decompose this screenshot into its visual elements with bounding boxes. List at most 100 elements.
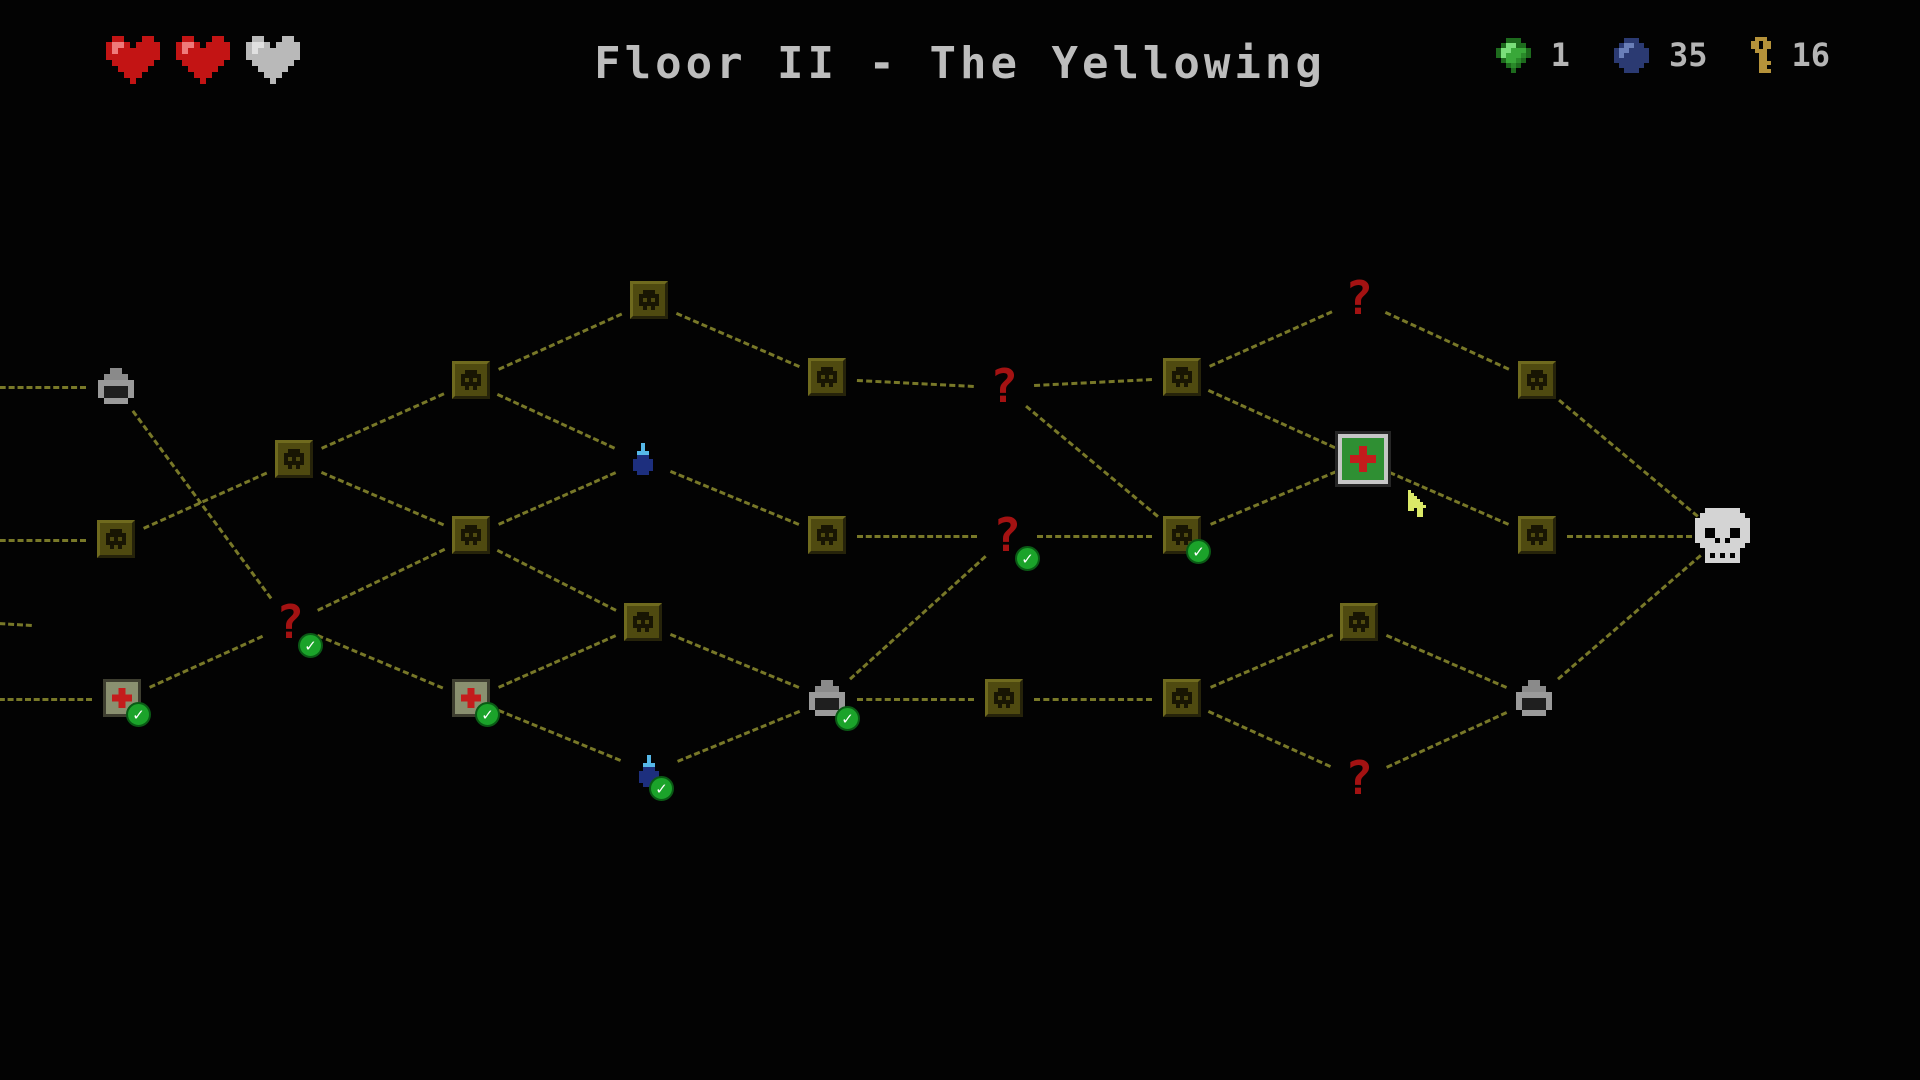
key-icon xyxy=(1751,37,1771,73)
map-path-edge xyxy=(0,539,86,542)
map-path-edge xyxy=(857,535,977,538)
question-mark-icon: ? xyxy=(276,595,304,649)
boss-skull-icon xyxy=(1695,508,1750,563)
map-node-mystery[interactable]: ? xyxy=(984,363,1024,409)
map-node-combat[interactable] xyxy=(1163,358,1201,396)
map-path-edge xyxy=(1567,535,1692,538)
cursor-icon xyxy=(1408,490,1426,517)
map-path-edge xyxy=(669,633,800,690)
treasure-pot-icon xyxy=(98,368,134,404)
map-path-edge xyxy=(1209,310,1333,368)
map-node-combat[interactable] xyxy=(1518,516,1556,554)
map-path-edge xyxy=(143,471,268,530)
map-node-combat[interactable] xyxy=(1163,679,1201,717)
completed-check-icon: ✓ xyxy=(126,702,151,727)
map-path-edge xyxy=(1208,710,1332,769)
map-node-combat[interactable] xyxy=(808,358,846,396)
map-node-combat[interactable]: ✓ xyxy=(1163,516,1211,564)
gem-count: 1 xyxy=(1550,36,1570,74)
map-node-pot[interactable] xyxy=(1514,678,1554,718)
monster-icon xyxy=(633,612,653,632)
monster-icon xyxy=(1172,688,1192,708)
gem-icon xyxy=(1496,38,1531,73)
map-node-combat[interactable] xyxy=(624,603,662,641)
map-node-mystery[interactable]: ? xyxy=(1339,755,1379,801)
map-node-combat[interactable] xyxy=(985,679,1023,717)
map-node-combat[interactable] xyxy=(630,281,668,319)
map-path-edge xyxy=(1558,399,1699,519)
completed-check-icon: ✓ xyxy=(649,776,674,801)
map-path-edge xyxy=(317,547,446,612)
map-node-potion[interactable]: ✓ xyxy=(637,754,674,801)
map-path-edge xyxy=(676,709,801,763)
map-path-edge xyxy=(1037,535,1152,538)
resource-counters: 1 35 16 xyxy=(1496,36,1830,74)
map-node-boss[interactable] xyxy=(1694,507,1750,563)
monster-icon xyxy=(1527,525,1547,545)
map-path-edge xyxy=(1209,633,1333,689)
monster-icon xyxy=(461,525,481,545)
map-path-edge xyxy=(0,386,86,389)
resource-gems: 1 xyxy=(1496,36,1570,74)
map-node-heal[interactable]: ✓ xyxy=(103,679,151,727)
map-path-edge xyxy=(497,709,622,763)
question-mark-icon: ? xyxy=(1345,271,1373,325)
map-node-combat[interactable] xyxy=(1518,361,1556,399)
monster-icon xyxy=(1527,370,1547,390)
treasure-pot-icon xyxy=(1516,680,1552,716)
orb-count: 35 xyxy=(1668,36,1708,74)
map-node-heal-current[interactable] xyxy=(1338,434,1388,484)
map-path-edge xyxy=(131,410,273,600)
map-path-edge xyxy=(849,555,987,681)
map-node-heal[interactable]: ✓ xyxy=(452,679,500,727)
map-node-potion[interactable] xyxy=(631,442,655,476)
map-path-edge xyxy=(320,470,444,526)
completed-check-icon: ✓ xyxy=(835,706,860,731)
map-path-edge xyxy=(498,312,623,371)
map-path-edge xyxy=(1556,554,1702,681)
map-path-edge xyxy=(149,634,264,689)
map-node-mystery[interactable]: ? xyxy=(1339,275,1379,321)
map-path-edge xyxy=(675,311,800,368)
map-node-combat[interactable] xyxy=(808,516,846,554)
monster-icon xyxy=(1172,367,1192,387)
monster-icon xyxy=(1349,612,1369,632)
map-node-combat[interactable] xyxy=(275,440,313,478)
monster-icon xyxy=(639,290,659,310)
map-path-edge xyxy=(0,698,92,701)
map-node-mystery[interactable]: ?✓ xyxy=(270,595,323,658)
map-path-edge xyxy=(857,698,974,701)
map-path-edge xyxy=(496,548,617,612)
map-path-edge xyxy=(1209,470,1337,527)
monster-icon xyxy=(106,529,126,549)
map-path-edge xyxy=(1034,698,1152,701)
map-path-edge xyxy=(316,633,444,690)
monster-icon xyxy=(284,449,304,469)
map-node-combat[interactable] xyxy=(97,520,135,558)
completed-check-icon: ✓ xyxy=(1015,546,1040,571)
map-node-combat[interactable] xyxy=(452,516,490,554)
completed-check-icon: ✓ xyxy=(1186,539,1211,564)
floor-title: Floor II - The Yellowing xyxy=(594,38,1326,89)
monster-icon xyxy=(994,688,1014,708)
map-node-combat[interactable] xyxy=(1340,603,1378,641)
heal-cross-icon xyxy=(1342,438,1384,480)
question-mark-icon: ? xyxy=(990,359,1018,413)
orb-icon xyxy=(1614,38,1649,73)
map-path-edge xyxy=(1385,633,1507,689)
map-path-edge xyxy=(1208,389,1336,450)
resource-orbs: 35 xyxy=(1614,36,1708,74)
map-path-edge xyxy=(856,378,975,388)
completed-check-icon: ✓ xyxy=(298,633,323,658)
map-node-combat[interactable] xyxy=(452,361,490,399)
monster-icon xyxy=(461,370,481,390)
resource-keys: 16 xyxy=(1751,36,1830,74)
monster-icon xyxy=(817,525,837,545)
map-node-mystery[interactable]: ?✓ xyxy=(987,508,1040,571)
map-node-pot[interactable] xyxy=(96,366,136,406)
question-mark-icon: ? xyxy=(993,508,1021,562)
map-node-pot[interactable]: ✓ xyxy=(807,678,860,731)
map-path-edge xyxy=(1025,405,1159,519)
